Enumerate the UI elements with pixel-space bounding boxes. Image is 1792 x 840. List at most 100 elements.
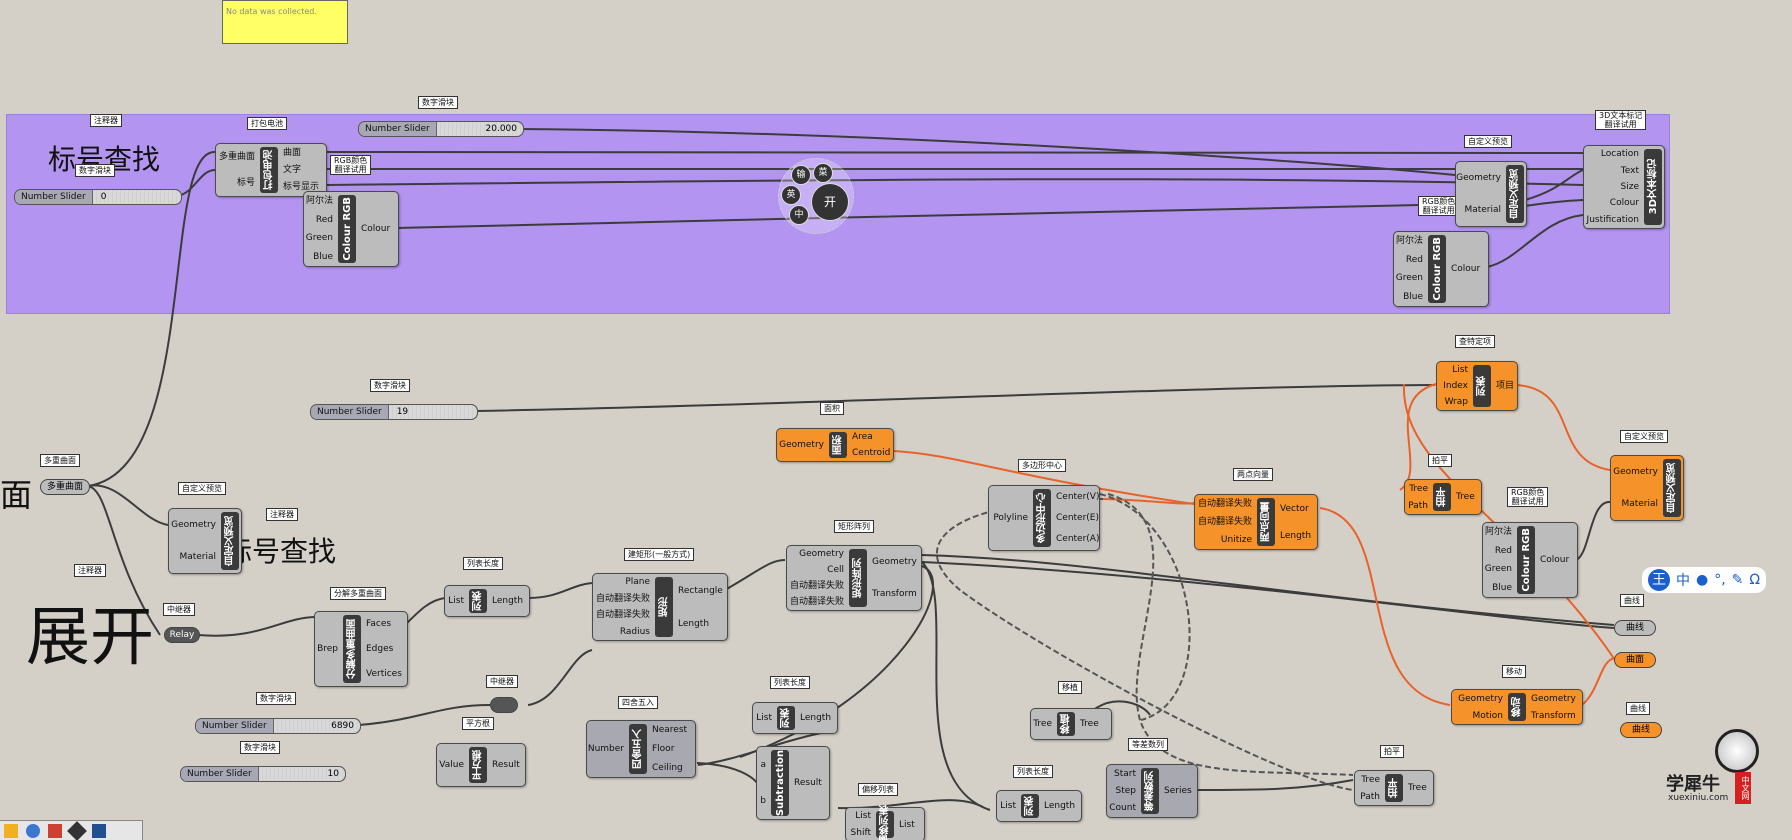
- component-list-length[interactable]: List 列表 Length: [996, 790, 1082, 822]
- component-list-length[interactable]: List 列表 Length: [444, 585, 530, 617]
- tag-label: 中继器: [163, 603, 195, 616]
- tag-label: 移动: [1502, 665, 1526, 678]
- wire-selected: [1319, 507, 1451, 706]
- tag-label: 数字滑块: [418, 96, 458, 109]
- tool-icon[interactable]: [92, 824, 106, 838]
- tag-label: RGB颜色翻译试用: [1507, 487, 1549, 507]
- dot-icon[interactable]: ●: [1696, 572, 1709, 588]
- tag-label: 数字滑块: [370, 379, 410, 392]
- watermark-badge: 中文网: [1735, 772, 1751, 804]
- tool-icon[interactable]: [4, 824, 18, 838]
- component-dabao[interactable]: 多重曲面标号 打包电池 曲面文字标号显示: [215, 143, 327, 197]
- data-panel[interactable]: No data was collected.: [222, 0, 348, 44]
- wire: [527, 649, 593, 706]
- tag-label: 两点向量: [1233, 468, 1273, 481]
- wire: [197, 616, 316, 637]
- ime-mode[interactable]: 中: [1676, 573, 1690, 589]
- wire-selected: [1399, 383, 1437, 491]
- tag-label: 列表长度: [770, 676, 810, 689]
- tag-label: 列表长度: [463, 557, 503, 570]
- tag-label: 拍平: [1380, 745, 1404, 758]
- tag-label: 多重曲面: [40, 454, 80, 467]
- wire: [405, 597, 446, 625]
- param-surface[interactable]: 曲面: [1614, 652, 1656, 668]
- panel-text: No data was collected.: [226, 7, 317, 16]
- param-relay[interactable]: Relay: [164, 627, 200, 643]
- navigation-knob-icon[interactable]: [1715, 729, 1759, 773]
- wire-selected: [1581, 657, 1616, 706]
- param-relay[interactable]: [490, 697, 518, 713]
- tag-label: 拍平: [1428, 454, 1452, 467]
- radial-button[interactable]: 菜: [813, 163, 833, 183]
- tag-label: 建矩形(一般方式): [624, 548, 695, 561]
- radial-button[interactable]: 输: [791, 165, 811, 185]
- wire-selected: [1516, 384, 1611, 471]
- punct-icon[interactable]: °,: [1714, 572, 1726, 588]
- wire: [527, 582, 593, 599]
- omega-icon[interactable]: Ω: [1749, 572, 1761, 588]
- tag-label: 列表长度: [1013, 765, 1053, 778]
- ime-logo[interactable]: 王: [1648, 569, 1670, 591]
- wire-dashed: [1099, 493, 1191, 721]
- tag-label: 自定义预览: [1464, 135, 1512, 148]
- param-curve[interactable]: 曲线: [1620, 722, 1662, 738]
- tag-label: 多边形中心: [1018, 459, 1066, 472]
- annotation-text: 面: [0, 476, 33, 514]
- radial-button[interactable]: 英: [781, 185, 801, 205]
- radial-menu[interactable]: 输 菜 英 中 开: [778, 158, 854, 234]
- radial-button[interactable]: 中: [789, 205, 809, 225]
- wire-selected: [1102, 498, 1195, 505]
- radial-button[interactable]: 开: [811, 183, 849, 221]
- tag-label: 曲线: [1620, 594, 1644, 607]
- wire: [1197, 779, 1354, 791]
- tool-icon[interactable]: [26, 824, 40, 838]
- tag-label: 3D文本标记翻译试用: [1595, 110, 1647, 130]
- tag-label: RGB颜色翻译试用: [1418, 196, 1460, 216]
- tool-icon[interactable]: [48, 824, 62, 838]
- tag-label: RGB颜色翻译试用: [330, 155, 372, 175]
- wire: [921, 561, 991, 811]
- param-curve[interactable]: 曲线: [1614, 620, 1656, 636]
- component-list-length[interactable]: List 列表 Length: [752, 702, 838, 734]
- component-graft[interactable]: Tree 移植 Tree: [1030, 708, 1112, 740]
- tag-label: 偏移列表: [858, 783, 898, 796]
- ime-toolbar[interactable]: 王 中 ● °, ✎ Ω: [1642, 567, 1767, 593]
- tool-icon[interactable]: [67, 821, 87, 840]
- tag-label: 注释器: [74, 564, 106, 577]
- tag-label: 矩形阵列: [834, 520, 874, 533]
- tag-label: 自定义预览: [1620, 430, 1668, 443]
- param-brep[interactable]: 多重曲面: [40, 479, 90, 495]
- component-square-root[interactable]: Value 平方根 Result: [436, 743, 526, 787]
- watermark-url: xuexiniu.com: [1668, 793, 1729, 803]
- bottom-toolbar[interactable]: [0, 820, 143, 840]
- component-polygon-center[interactable]: Polyline 多边形中心 Center(V)Center(E)Center(…: [988, 485, 1100, 551]
- tag-label: 注释器: [90, 114, 122, 127]
- pen-icon[interactable]: ✎: [1731, 572, 1744, 588]
